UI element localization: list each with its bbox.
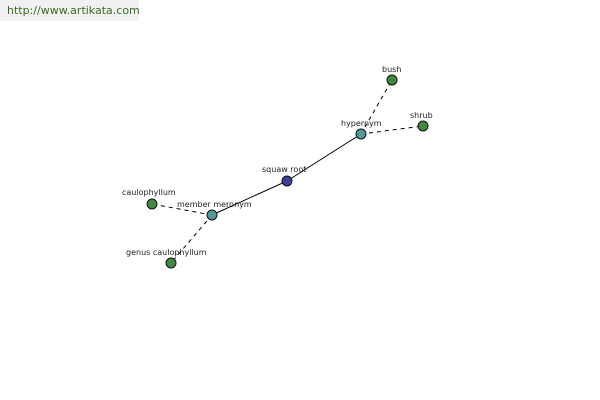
node-squaw-root[interactable]: squaw root	[262, 165, 306, 187]
node-circle-hypernym[interactable]	[355, 128, 367, 140]
node-genus-caulophyllum[interactable]: genus caulophyllum	[126, 248, 207, 269]
edges-layer	[151, 79, 424, 264]
node-label-hypernym: hypernym	[341, 119, 382, 128]
nodes-layer: squaw root hypernym member meronym bush shru…	[122, 65, 433, 269]
node-circle-genus-caulophyllum[interactable]	[165, 257, 177, 269]
node-shrub[interactable]: shrub	[410, 111, 433, 132]
edge-member-meronym-to-caulophyllum	[151, 203, 213, 216]
watermark-url[interactable]: http://www.artikata.com	[0, 0, 140, 21]
node-circle-bush[interactable]	[386, 74, 398, 86]
node-circle-member-meronym[interactable]	[206, 209, 218, 221]
node-label-bush: bush	[382, 65, 401, 74]
node-member-meronym[interactable]: member meronym	[177, 200, 252, 221]
edge-hypernym-to-bush	[360, 79, 393, 135]
node-circle-squaw-root[interactable]	[281, 175, 293, 187]
node-label-squaw-root: squaw root	[262, 165, 306, 174]
edge-hypernym-to-shrub	[360, 125, 424, 135]
node-hypernym[interactable]: hypernym	[341, 119, 382, 140]
edge-squaw-root-to-member-meronym	[211, 180, 288, 216]
node-caulophyllum[interactable]: caulophyllum	[122, 188, 176, 210]
edge-member-meronym-to-genus-caulophyllum	[170, 214, 213, 264]
node-bush[interactable]: bush	[382, 65, 401, 86]
node-circle-caulophyllum[interactable]	[146, 198, 158, 210]
node-label-member-meronym: member meronym	[177, 200, 252, 209]
edge-squaw-root-to-hypernym	[286, 133, 362, 182]
node-label-shrub: shrub	[410, 111, 433, 120]
node-circle-shrub[interactable]	[417, 120, 429, 132]
node-label-caulophyllum: caulophyllum	[122, 188, 176, 197]
node-label-genus-caulophyllum: genus caulophyllum	[126, 248, 207, 257]
